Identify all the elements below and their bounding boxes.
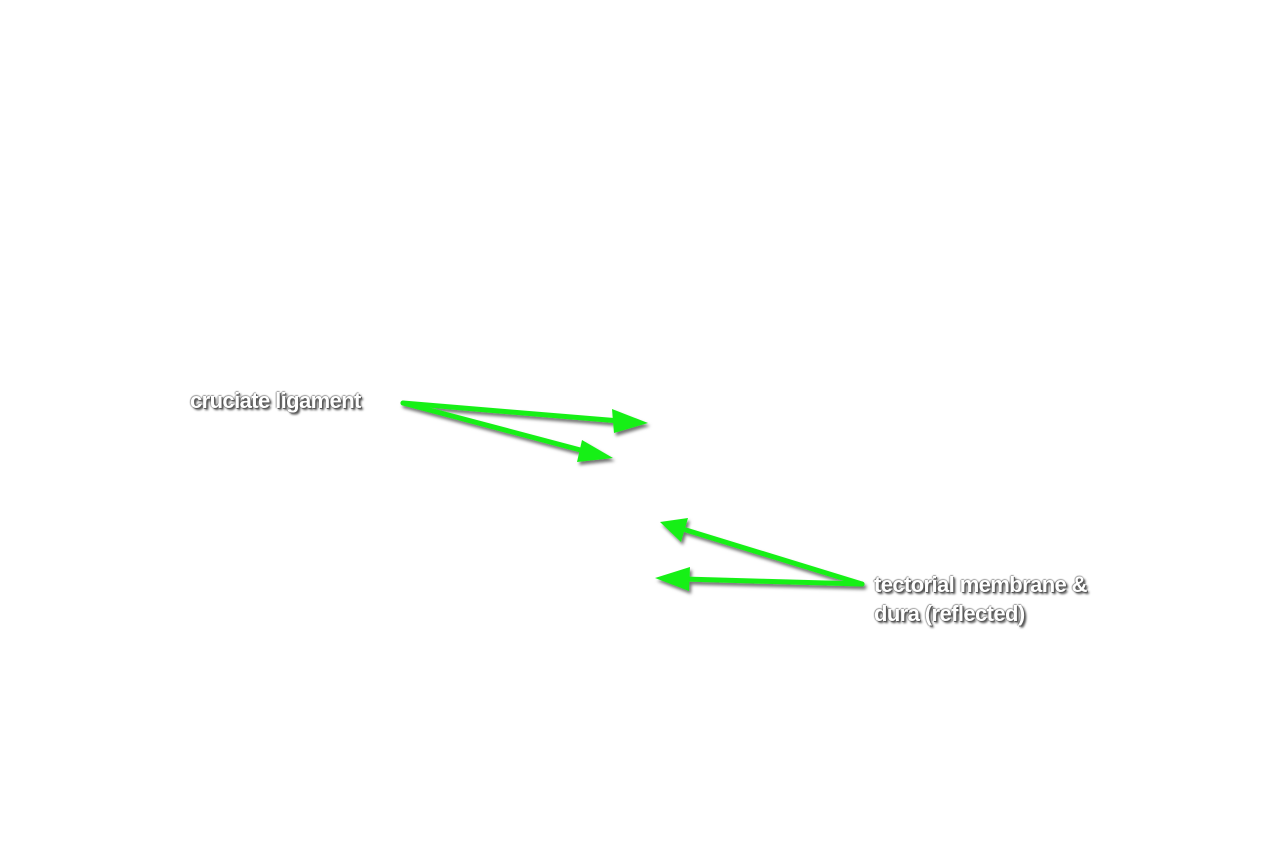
label-text-line-2: dura (reflected) [874,601,1025,626]
arrow-group [400,400,865,591]
cruciate-ligament-label: cruciate ligament [190,386,361,415]
label-text-line-1: tectorial membrane & [874,572,1088,597]
label-text: cruciate ligament [190,388,361,413]
tectorial-membrane-label: tectorial membrane & dura (reflected) [874,570,1088,628]
arrow-icon [400,400,648,433]
arrow-icon [400,400,613,462]
arrow-icon [655,567,865,591]
arrow-icon [660,518,865,587]
